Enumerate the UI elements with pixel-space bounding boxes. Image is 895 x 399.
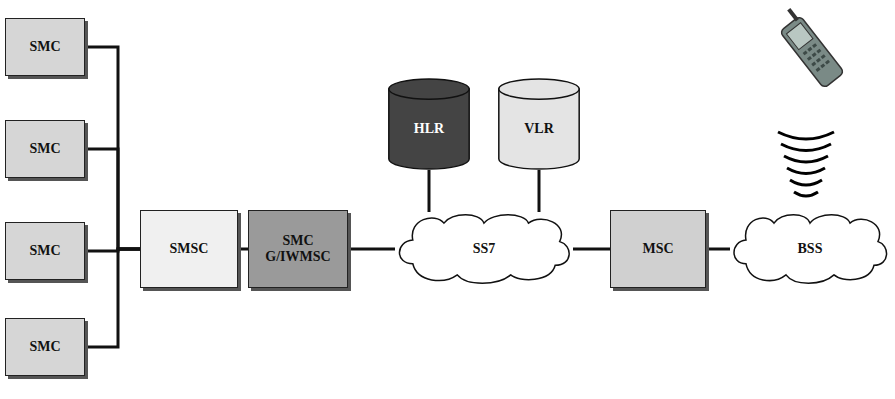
gateway-box: SMC G/IWMSC	[248, 210, 348, 288]
link-line	[573, 248, 610, 251]
smc-box: SMC	[5, 120, 85, 178]
link-line	[85, 149, 140, 249]
node-label: MSC	[642, 241, 673, 257]
smc-box: SMC	[5, 318, 85, 376]
link-line	[348, 248, 395, 251]
vlr-database: VLR	[498, 78, 580, 170]
node-label: SMC	[29, 39, 60, 55]
link-line	[706, 248, 730, 251]
node-label: SMC	[29, 141, 60, 157]
smc-box: SMC	[5, 18, 85, 76]
node-label: SMC	[29, 243, 60, 259]
node-label: SMC	[29, 339, 60, 355]
smc-box: SMC	[5, 222, 85, 280]
link-line	[238, 248, 248, 251]
link-line	[85, 47, 140, 249]
link-line	[428, 170, 431, 212]
bss-cloud: BSS	[730, 212, 890, 286]
node-label: BSS	[798, 241, 823, 257]
link-line	[538, 170, 541, 212]
node-label: SS7	[473, 241, 496, 257]
hlr-database: HLR	[388, 78, 470, 170]
smsc-box: SMSC	[140, 210, 238, 288]
mobile-phone	[772, 6, 844, 88]
node-label: SMSC	[170, 241, 209, 257]
link-line	[85, 249, 140, 347]
msc-box: MSC	[610, 210, 706, 288]
radio-waves	[778, 132, 834, 196]
node-label: HLR	[414, 111, 444, 137]
node-label: VLR	[524, 111, 554, 137]
node-label: SMC G/IWMSC	[259, 233, 337, 265]
ss7-cloud: SS7	[395, 212, 573, 286]
